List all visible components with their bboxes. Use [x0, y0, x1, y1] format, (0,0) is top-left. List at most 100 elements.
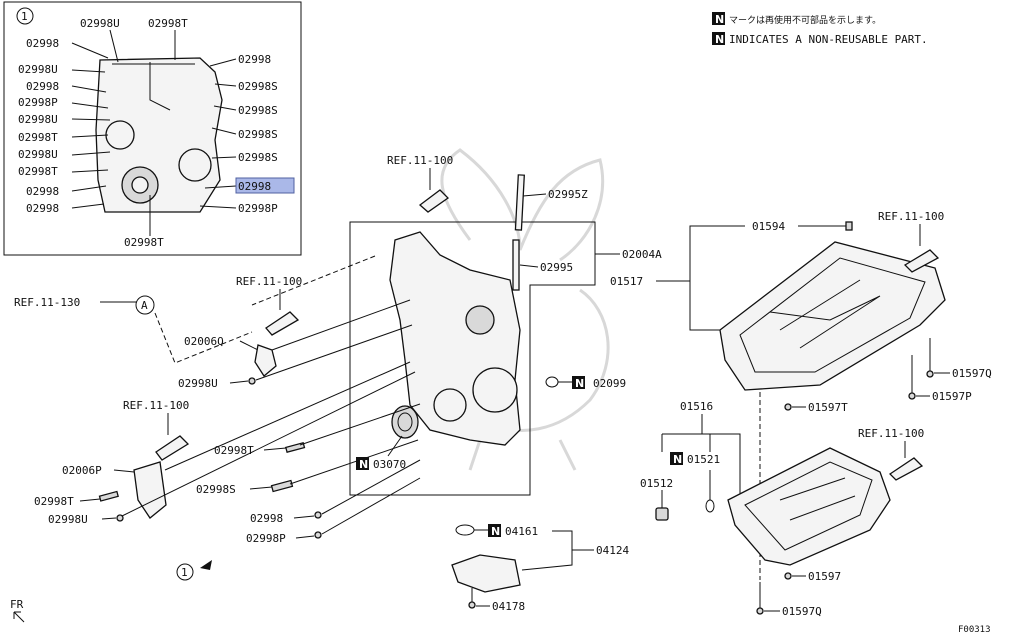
leader-02998U-a [229, 380, 249, 384]
upper-pan-ribs [769, 279, 881, 349]
label-04178[interactable]: 04178 [492, 600, 525, 613]
lower-oil-pan [727, 447, 891, 566]
sealant-tube-lower [888, 457, 924, 481]
n-badge-02099 [572, 376, 585, 389]
lower-oil-pan-group [727, 447, 891, 566]
o-ring-02099 [545, 376, 559, 388]
leader-02998 [293, 515, 315, 519]
label-02998T-a[interactable]: 02998T [214, 444, 254, 457]
label-01597Q-a[interactable]: 01597Q [952, 367, 992, 380]
plug-01594 [845, 221, 853, 231]
label-02998U-a[interactable]: 02998U [178, 377, 218, 390]
highlighted-part-box[interactable] [235, 177, 295, 194]
leader-02998S [249, 486, 273, 490]
upper-pan-inner-rim [739, 257, 926, 373]
bolt-01597Q-b [756, 607, 764, 615]
bolt-02998S [270, 479, 294, 493]
label-02995Z[interactable]: 02995Z [548, 188, 588, 201]
label-02998T-b[interactable]: 02998T [34, 495, 74, 508]
label-02998P-r7: 02998P [238, 202, 278, 215]
bolt-axis-lines [121, 299, 421, 535]
label-01516[interactable]: 01516 [680, 400, 713, 413]
leader-02006P [113, 469, 135, 473]
bolt-02998T-b [98, 490, 119, 502]
label-02998-r6-highlighted[interactable]: 02998 [238, 180, 271, 193]
n-badge-02099-text: N [575, 377, 584, 390]
leader-02998T-b [79, 498, 101, 502]
label-03070[interactable]: 03070 [373, 458, 406, 471]
label-02998T-l8: 02998T [18, 165, 58, 178]
label-01597[interactable]: 01597 [808, 570, 841, 583]
bolt-01597Q-a [926, 370, 934, 378]
legend-jp-text: マークは再使用不可部品を示します。 [729, 14, 881, 26]
label-02004A[interactable]: 02004A [622, 248, 662, 261]
inset-leaders [71, 29, 237, 236]
label-02998P[interactable]: 02998P [246, 532, 286, 545]
label-02998U-l5: 02998U [18, 113, 58, 126]
label-02995[interactable]: 02995 [540, 261, 573, 274]
gasket-01521 [705, 499, 715, 513]
label-02998-l10: 02998 [26, 202, 59, 215]
ref-11-100-mid[interactable]: REF.11-100 [236, 275, 302, 288]
n-badge-03070 [356, 457, 369, 470]
label-04161[interactable]: 04161 [505, 525, 538, 538]
label-02998U-b[interactable]: 02998U [48, 513, 88, 526]
view-a-dashed-lead [154, 255, 376, 364]
leader-02998T-a [263, 447, 287, 451]
inset-frame [3, 1, 302, 256]
ref-11-100-top[interactable]: REF.11-100 [387, 154, 453, 167]
label-02998S-r5: 02998S [238, 151, 278, 164]
leader-03070 [387, 435, 403, 457]
front-arrow-icon [13, 611, 25, 623]
arrow-to-cover [200, 560, 212, 570]
label-02998T-top: 02998T [148, 17, 188, 30]
timing-cover-group [349, 174, 596, 496]
leader-02998P [295, 535, 315, 539]
bracket-02006Q [254, 344, 277, 377]
label-01597T[interactable]: 01597T [808, 401, 848, 414]
cover-idler-hole [465, 305, 495, 335]
label-02998[interactable]: 02998 [250, 512, 283, 525]
ref-11-100-pan[interactable]: REF.11-100 [878, 210, 944, 223]
label-02998S-r2: 02998S [238, 80, 278, 93]
label-01597Q-b[interactable]: 01597Q [782, 605, 822, 618]
bracket-02006P [133, 461, 167, 519]
label-02099[interactable]: 02099 [593, 377, 626, 390]
label-02998S[interactable]: 02998S [196, 483, 236, 496]
bolt-02998U-b [116, 514, 124, 522]
n-badge-04161-text: N [491, 525, 500, 538]
ref-marker-1[interactable]: 1 [181, 566, 188, 579]
legend-badge-1-text: N [715, 13, 724, 26]
label-02998U-l7: 02998U [18, 148, 58, 161]
label-02998-l1: 02998 [26, 37, 59, 50]
bolt-04178 [468, 601, 476, 609]
oil-strainer-04124 [451, 554, 521, 593]
label-01512[interactable]: 01512 [640, 477, 673, 490]
leader-02995 [519, 264, 539, 268]
ref-11-100-lower[interactable]: REF.11-100 [858, 427, 924, 440]
bracket-01517-group [689, 225, 745, 331]
bolt-01597T [784, 403, 792, 411]
label-01517[interactable]: 01517 [610, 275, 643, 288]
label-04124[interactable]: 04124 [596, 544, 629, 557]
label-02998S-r3: 02998S [238, 104, 278, 117]
crank-oil-seal-inner [397, 412, 413, 432]
n-badge-03070-text: N [359, 458, 368, 471]
label-01597P[interactable]: 01597P [932, 390, 972, 403]
label-02998T-l6: 02998T [18, 131, 58, 144]
legend-badge-2-text: N [715, 33, 724, 46]
label-02006Q[interactable]: 02006Q [184, 335, 224, 348]
gasket-04161 [455, 524, 475, 536]
label-01594[interactable]: 01594 [752, 220, 785, 233]
n-badge-01521-text: N [673, 453, 682, 466]
inset-marker-circle [16, 7, 34, 25]
ref-11-100-left[interactable]: REF.11-100 [123, 399, 189, 412]
ref-11-130[interactable]: REF.11-130 [14, 296, 80, 309]
figure-id: F00313 [958, 625, 991, 635]
lower-pan-ribs [779, 477, 856, 521]
label-02998S-r4: 02998S [238, 128, 278, 141]
legend: N マークは再使用不可部品を示します。 N INDICATES A NON-RE… [712, 12, 928, 46]
label-02006P[interactable]: 02006P [62, 464, 102, 477]
inset-pump-bore [178, 148, 212, 182]
label-01521[interactable]: 01521 [687, 453, 720, 466]
